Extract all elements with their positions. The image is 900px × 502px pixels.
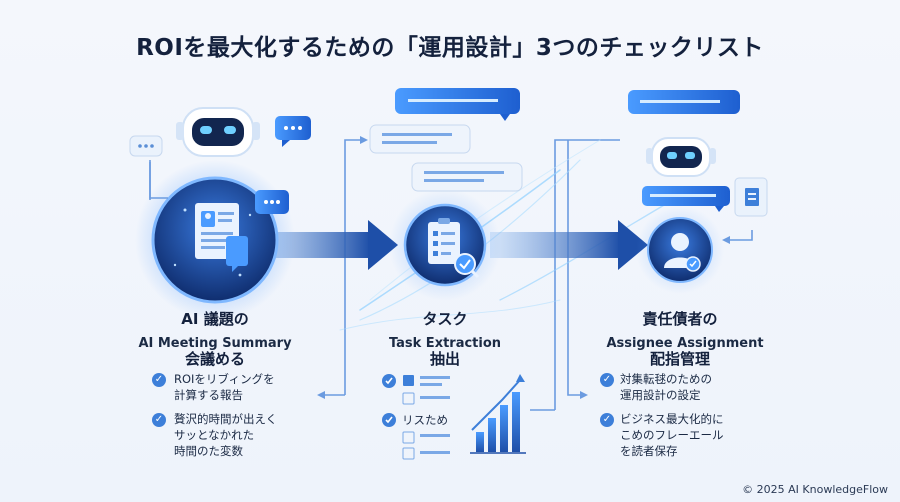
check-icon: ✓ [152, 373, 166, 387]
stage2-title-line2: 抽出 [429, 350, 460, 368]
robot-icon [176, 107, 260, 157]
document-icon [734, 177, 768, 217]
robot-icon [646, 137, 716, 177]
person-icon [664, 233, 701, 272]
stage2-title: タスク 抽出 [395, 289, 495, 389]
document-icon [195, 203, 248, 272]
bar-chart-icon [470, 374, 526, 454]
stage1-title-line1: AI 議題の [181, 310, 249, 328]
chat-bubble-icon [369, 88, 523, 192]
stage2-title-line1: タスク [422, 310, 468, 328]
check-icon: ✓ [600, 413, 614, 427]
chat-bubble-icon [129, 116, 311, 214]
stage3-title-line1: 責任債者の [642, 310, 718, 328]
stage3-subtitle: Assignee Assignment [606, 336, 764, 351]
stage3-title-line2: 配指管理 [649, 350, 710, 368]
left-connector [149, 162, 168, 199]
magnifier-icon [454, 253, 480, 279]
check-icon: ✓ [600, 373, 614, 387]
checklist-icon [428, 218, 460, 264]
stage1-bullet-2: 贅沢的時間が出えく サッとなかれた 時間のた変数 [174, 412, 278, 458]
stage1-bullet-1: ROIをリブィングを 計算する報告 [174, 372, 275, 402]
copyright-footer: © 2025 AI KnowledgeFlow [742, 483, 888, 496]
stage1-title-line2: 会議める [184, 350, 245, 368]
stage2-subtitle: Task Extraction [388, 336, 502, 351]
stage3-title: 責任債者の 配指管理 [620, 289, 740, 389]
stage1-title: AI 議題の 会議める [155, 289, 275, 389]
stage3-bullet-1: 対集転毬のための 運用設計の設定 [620, 372, 712, 402]
chat-bubble-icon [628, 90, 740, 212]
stage2-list-label: リスため [402, 413, 448, 427]
stage3-bullet-2: ビジネス最大化的に こめのフレーエール を読者保存 [620, 412, 724, 458]
check-icon: ✓ [152, 413, 166, 427]
stage1-subtitle: AI Meeting Summary [138, 336, 292, 351]
flow-arrow-2 [490, 220, 648, 270]
checklist-rows [382, 374, 450, 460]
connector-lines [149, 136, 753, 411]
page-title: ROIを最大化するための「運用設計」3つのチェックリスト [136, 35, 764, 61]
